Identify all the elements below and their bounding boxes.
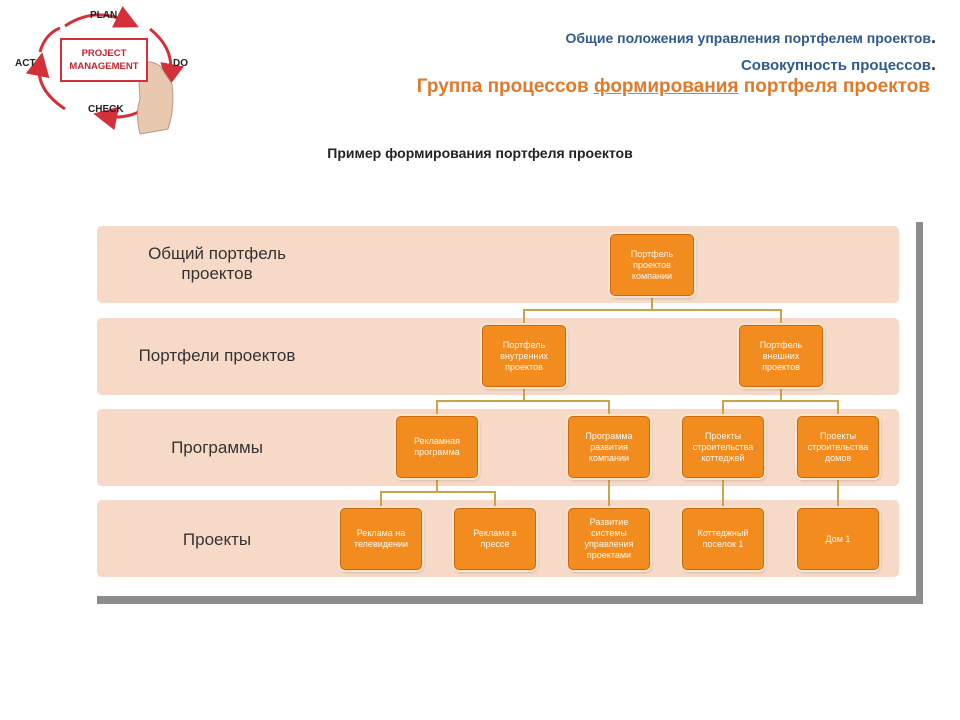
header-line1-dot: . bbox=[930, 27, 936, 47]
header-line2-text: Совокупность процессов bbox=[740, 57, 931, 74]
header-line2-dot: . bbox=[930, 54, 936, 74]
node-cottage-construction: Проекты строительства коттеджей bbox=[682, 416, 764, 478]
node-cottage-village: Коттеджный поселок 1 bbox=[682, 508, 764, 570]
page-title: Группа процессов формирования портфеля п… bbox=[417, 76, 930, 98]
level-label-programs: Программы bbox=[171, 438, 263, 457]
plan-label: PLAN bbox=[90, 10, 117, 21]
band-portfolio-total bbox=[97, 226, 899, 303]
node-dev-program: Программа развития компании bbox=[568, 416, 650, 478]
pm-box-line2: MANAGEMENT bbox=[69, 61, 139, 72]
node-mgmt-system: Развитие системы управления проектами bbox=[568, 508, 650, 570]
node-house-1: Дом 1 bbox=[797, 508, 879, 570]
node-house-construction: Проекты строительства домов bbox=[797, 416, 879, 478]
header-line2: Совокупность процессов. bbox=[741, 54, 936, 75]
node-internal-portfolio: Портфель внутренних проектов bbox=[482, 325, 566, 387]
node-press-ad: Реклама в прессе bbox=[454, 508, 536, 570]
diagram-subtitle: Пример формирования портфеля проектов bbox=[327, 145, 633, 161]
check-label: CHECK bbox=[88, 104, 124, 115]
band-programs bbox=[97, 409, 899, 486]
node-tv-ad: Реклама на телевидении bbox=[340, 508, 422, 570]
pm-box-line1: PROJECT bbox=[81, 48, 127, 59]
title-pre: Группа процессов bbox=[416, 76, 594, 97]
do-label: DO bbox=[173, 58, 188, 69]
act-label: ACT bbox=[15, 58, 36, 69]
level-label-portfolios: Портфели проектов bbox=[138, 346, 296, 365]
header-line1: Общие положения управления портфелем про… bbox=[566, 27, 936, 48]
node-company-portfolio: Портфель проектов компании bbox=[610, 234, 694, 296]
level-label-projects: Проекты bbox=[182, 530, 252, 549]
title-post: портфеля проектов bbox=[738, 76, 930, 97]
header-line1-text: Общие положения управления портфелем про… bbox=[565, 30, 931, 46]
node-ad-program: Рекламная программа bbox=[396, 416, 478, 478]
project-management-box: PROJECT MANAGEMENT bbox=[60, 38, 148, 82]
node-external-portfolio: Портфель внешних проектов bbox=[739, 325, 823, 387]
title-underlined: формирования bbox=[593, 76, 739, 97]
level-label-total: Общий портфель проектов bbox=[148, 244, 286, 283]
